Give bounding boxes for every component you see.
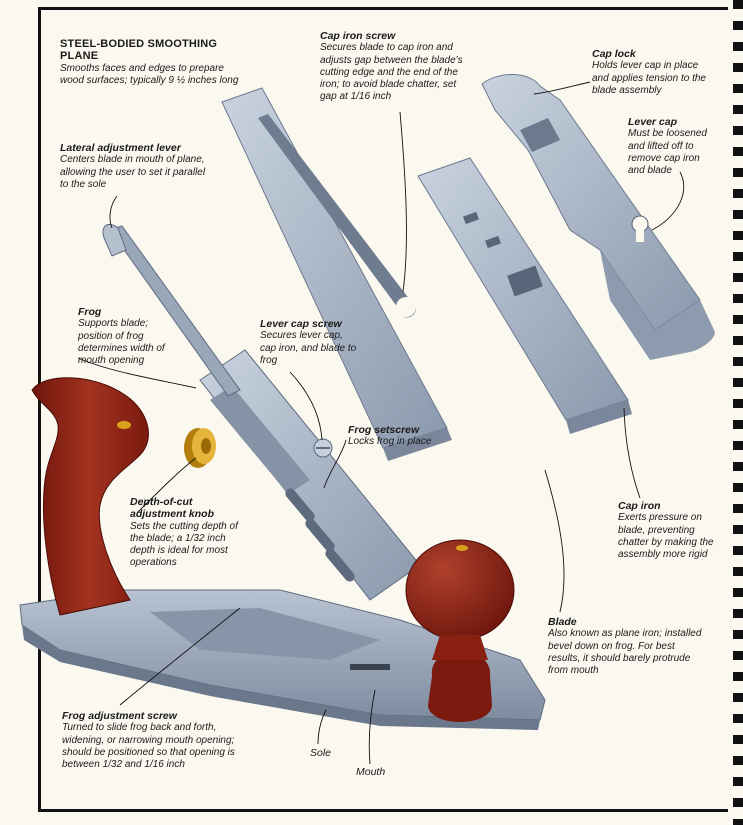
lever-cap-screw-desc: Secures lever cap, cap iron, and blade t… [260, 330, 357, 366]
frog-part [199, 349, 421, 601]
diagram-subtitle: Smooths faces and edges to prepare wood … [60, 62, 239, 86]
cap-lock-desc: Holds lever cap in place and applies ten… [592, 60, 706, 96]
sole-title: Sole [310, 747, 332, 759]
label-frog-setscrew: Frog setscrew Locks frog in place [348, 424, 468, 449]
lever-cap-screw-title: Lever cap screw [260, 318, 342, 330]
frog-setscrew-title: Frog setscrew [348, 424, 420, 436]
label-sole: Sole [310, 747, 370, 759]
frog-adjustment-screw-title: Frog adjustment screw [62, 710, 177, 722]
label-cap-lock: Cap lock Holds lever cap in place and ap… [592, 48, 710, 97]
label-frog-adjustment-screw: Frog adjustment screw Turned to slide fr… [62, 710, 242, 771]
label-lever-cap-screw: Lever cap screw Secures lever cap, cap i… [260, 318, 360, 367]
cap-iron-title: Cap iron [618, 500, 661, 512]
lateral-lever-part [102, 223, 241, 397]
leader-lines [77, 81, 685, 765]
blade-desc: Also known as plane iron; installed beve… [548, 628, 702, 677]
title-block: STEEL-BODIED SMOOTHING PLANE Smooths fac… [60, 38, 250, 87]
label-depth-of-cut-knob: Depth-of-cut adjustment knob Sets the cu… [130, 496, 250, 570]
plane-body [19, 589, 546, 730]
frame-bottom-border [38, 809, 728, 812]
frog-desc: Supports blade; position of frog determi… [78, 318, 165, 367]
blade-part [221, 87, 452, 461]
label-cap-iron-screw: Cap iron screw Secures blade to cap iron… [320, 30, 470, 104]
blade-title: Blade [548, 616, 577, 628]
mouth-title: Mouth [356, 766, 386, 778]
frog-setscrew-desc: Locks frog in place [348, 436, 432, 448]
label-lever-cap: Lever cap Must be loosened and lifted of… [628, 116, 718, 177]
label-frog: Frog Supports blade; position of frog de… [78, 306, 178, 367]
label-blade: Blade Also known as plane iron; installe… [548, 616, 708, 677]
diagram-title: STEEL-BODIED SMOOTHING PLANE [60, 38, 218, 63]
label-cap-iron: Cap iron Exerts pressure on blade, preve… [618, 500, 728, 561]
lever-cap-desc: Must be loosened and lifted off to remov… [628, 128, 707, 177]
frame-top-border [38, 7, 728, 10]
front-knob-part [405, 539, 515, 722]
lever-cap-title: Lever cap [628, 116, 678, 128]
cap-iron-part [417, 157, 632, 434]
lever-cap-part [481, 73, 715, 360]
label-lateral-adjustment-lever: Lateral adjustment lever Centers blade i… [60, 142, 210, 191]
frog-title: Frog [78, 306, 102, 318]
spiral-binding [733, 0, 743, 825]
label-mouth: Mouth [356, 766, 416, 778]
depth-knob-desc: Sets the cutting depth of the blade; a 1… [130, 520, 238, 569]
cap-iron-screw-title: Cap iron screw [320, 30, 396, 42]
depth-knob-part [184, 428, 216, 468]
frame-left-border [38, 7, 41, 812]
cap-lock-title: Cap lock [592, 48, 636, 60]
depth-knob-title: Depth-of-cut adjustment knob [130, 496, 215, 521]
cap-iron-desc: Exerts pressure on blade, preventing cha… [618, 512, 714, 561]
rear-tote-part [31, 377, 149, 616]
lateral-lever-desc: Centers blade in mouth of plane, allowin… [60, 154, 206, 190]
lateral-lever-title: Lateral adjustment lever [60, 142, 181, 154]
frog-adjustment-screw-desc: Turned to slide frog back and forth, wid… [62, 722, 235, 771]
cap-iron-screw-desc: Secures blade to cap iron and adjusts ga… [320, 42, 463, 103]
